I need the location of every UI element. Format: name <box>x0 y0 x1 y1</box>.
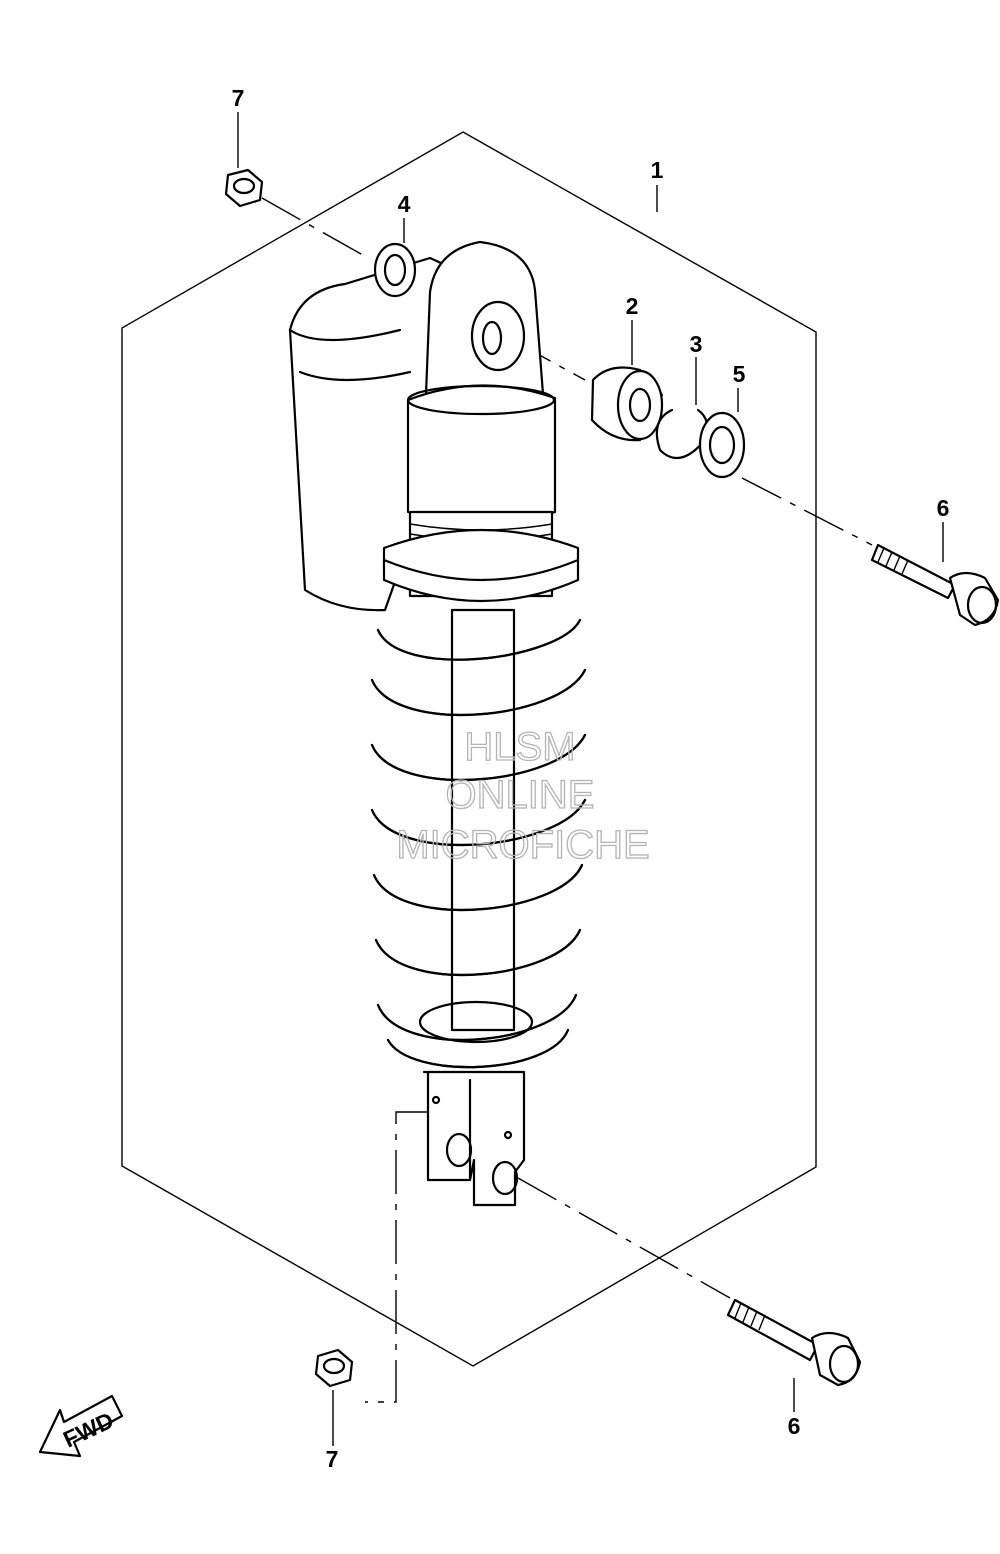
callout-2: 2 <box>626 293 639 319</box>
washer-side <box>698 411 746 479</box>
callout-4: 4 <box>398 191 411 217</box>
watermark-line-2: ONLINE <box>446 773 595 817</box>
callout-7-top: 7 <box>232 85 245 111</box>
callout-5: 5 <box>733 361 746 387</box>
rear-shock-absorber <box>288 240 587 1207</box>
bolt-top <box>870 543 1000 627</box>
bushing <box>590 366 664 442</box>
assembly-outline <box>121 131 817 1367</box>
nut-bottom <box>314 1348 354 1388</box>
callout-6-bottom: 6 <box>788 1413 801 1439</box>
washer-top <box>373 242 417 298</box>
fwd-arrow-icon: FWD <box>38 1394 124 1458</box>
watermark: HLSM ONLINE MICROFICHE <box>396 724 651 867</box>
nut-top <box>224 168 264 208</box>
callout-7-bottom: 7 <box>326 1446 339 1472</box>
callout-labels: 1 2 3 4 5 6 6 7 7 <box>232 85 950 1472</box>
callout-3: 3 <box>690 331 703 357</box>
coil-spring <box>370 618 587 1069</box>
watermark-line-1: HLSM <box>464 725 575 769</box>
callout-6-top: 6 <box>937 495 950 521</box>
bolt-bottom <box>726 1298 862 1387</box>
watermark-line-3: MICROFICHE <box>396 823 649 867</box>
callout-1: 1 <box>651 157 664 183</box>
leader-lines <box>237 112 944 1446</box>
